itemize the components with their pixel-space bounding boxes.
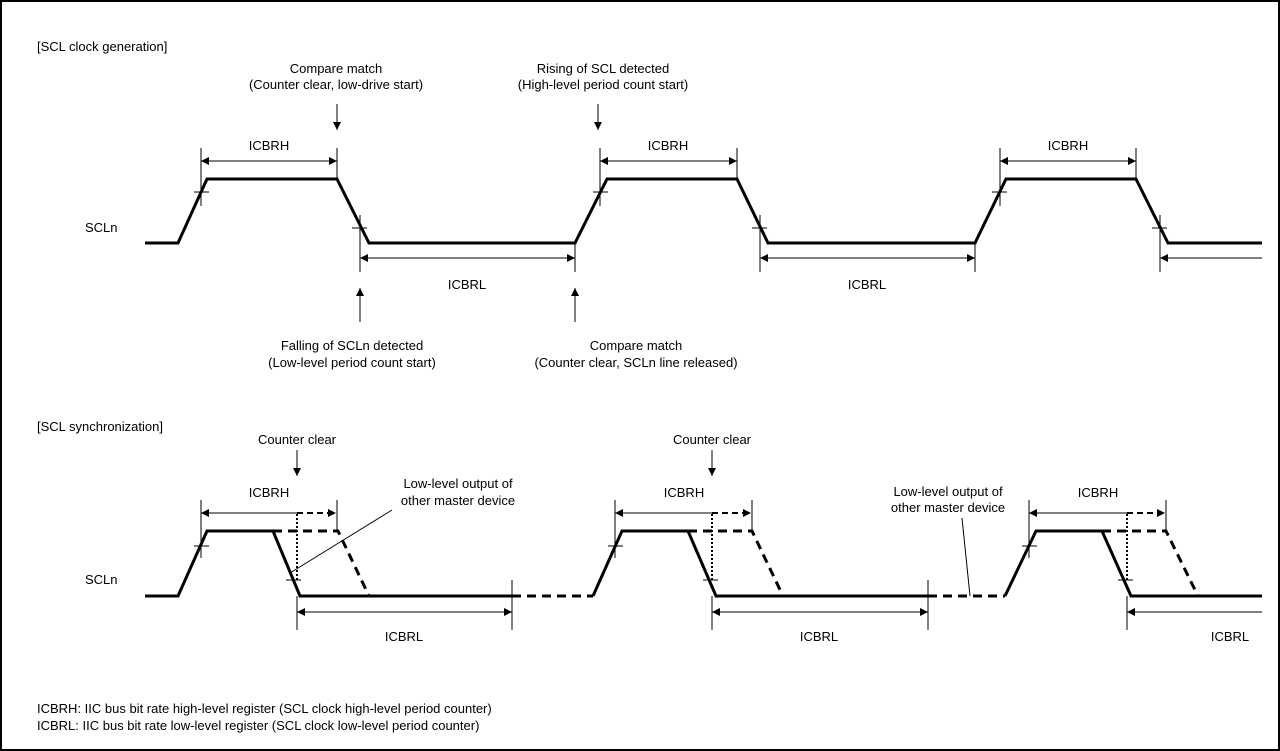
sync-icbrh-label-2: ICBRH xyxy=(664,485,704,500)
counter-clear-arrows xyxy=(293,450,716,476)
compare-match-bottom-line1: Compare match xyxy=(590,338,682,353)
footnote-icbrl: ICBRL: IIC bus bit rate low-level regist… xyxy=(37,718,479,733)
icbrh-label-1: ICBRH xyxy=(249,138,289,153)
other-master-label-2-line2: other master device xyxy=(891,500,1005,515)
section1-title: [SCL clock generation] xyxy=(37,39,167,54)
falling-detected-line1: Falling of SCLn detected xyxy=(281,338,423,353)
section-scl-clock-generation: [SCL clock generation] SCLn xyxy=(37,39,1262,370)
other-master-label-2-line1: Low-level output of xyxy=(893,484,1003,499)
compare-match-top-line1: Compare match xyxy=(290,61,382,76)
falling-detected-line2: (Low-level period count start) xyxy=(268,355,436,370)
other-master-label-1-line2: other master device xyxy=(401,493,515,508)
counter-clear-label-2: Counter clear xyxy=(673,432,752,447)
icbrl-label-1: ICBRL xyxy=(448,277,486,292)
sync-waveform-solid xyxy=(145,529,1262,598)
sync-threshold-ticks xyxy=(194,545,1133,581)
counter-clear-label-1: Counter clear xyxy=(258,432,337,447)
section2-title: [SCL synchronization] xyxy=(37,419,163,434)
icbrh-label-2: ICBRH xyxy=(648,138,688,153)
rising-detected-line1: Rising of SCL detected xyxy=(537,61,669,76)
section-scl-synchronization: [SCL synchronization] SCLn xyxy=(37,419,1262,644)
section1-signal-label: SCLn xyxy=(85,220,118,235)
other-master-label-1-line1: Low-level output of xyxy=(403,476,513,491)
sync-dotted-markers xyxy=(296,514,1128,582)
sync-icbrl-label-2: ICBRL xyxy=(800,629,838,644)
footnote-icbrh: ICBRH: IIC bus bit rate high-level regis… xyxy=(37,701,492,716)
rising-detected-line2: (High-level period count start) xyxy=(518,77,689,92)
dimension-guides xyxy=(200,148,1161,272)
footnotes: ICBRH: IIC bus bit rate high-level regis… xyxy=(37,701,492,733)
other-master-leaders xyxy=(289,509,971,597)
annotation-arrows xyxy=(333,104,602,322)
sync-icbrh-label-1: ICBRH xyxy=(249,485,289,500)
icbrh-label-3: ICBRH xyxy=(1048,138,1088,153)
sync-icbrl-label-1: ICBRL xyxy=(385,629,423,644)
compare-match-bottom-line2: (Counter clear, SCLn line released) xyxy=(534,355,737,370)
sync-waveform-dashed xyxy=(273,529,1200,598)
sync-icbrh-label-3: ICBRH xyxy=(1078,485,1118,500)
compare-match-top-line2: (Counter clear, low-drive start) xyxy=(249,77,423,92)
scl-waveform xyxy=(145,177,1262,245)
threshold-ticks xyxy=(194,191,1167,229)
icbrl-label-2: ICBRL xyxy=(848,277,886,292)
section2-signal-label: SCLn xyxy=(85,572,118,587)
sync-icbrl-label-3: ICBRL xyxy=(1211,629,1249,644)
